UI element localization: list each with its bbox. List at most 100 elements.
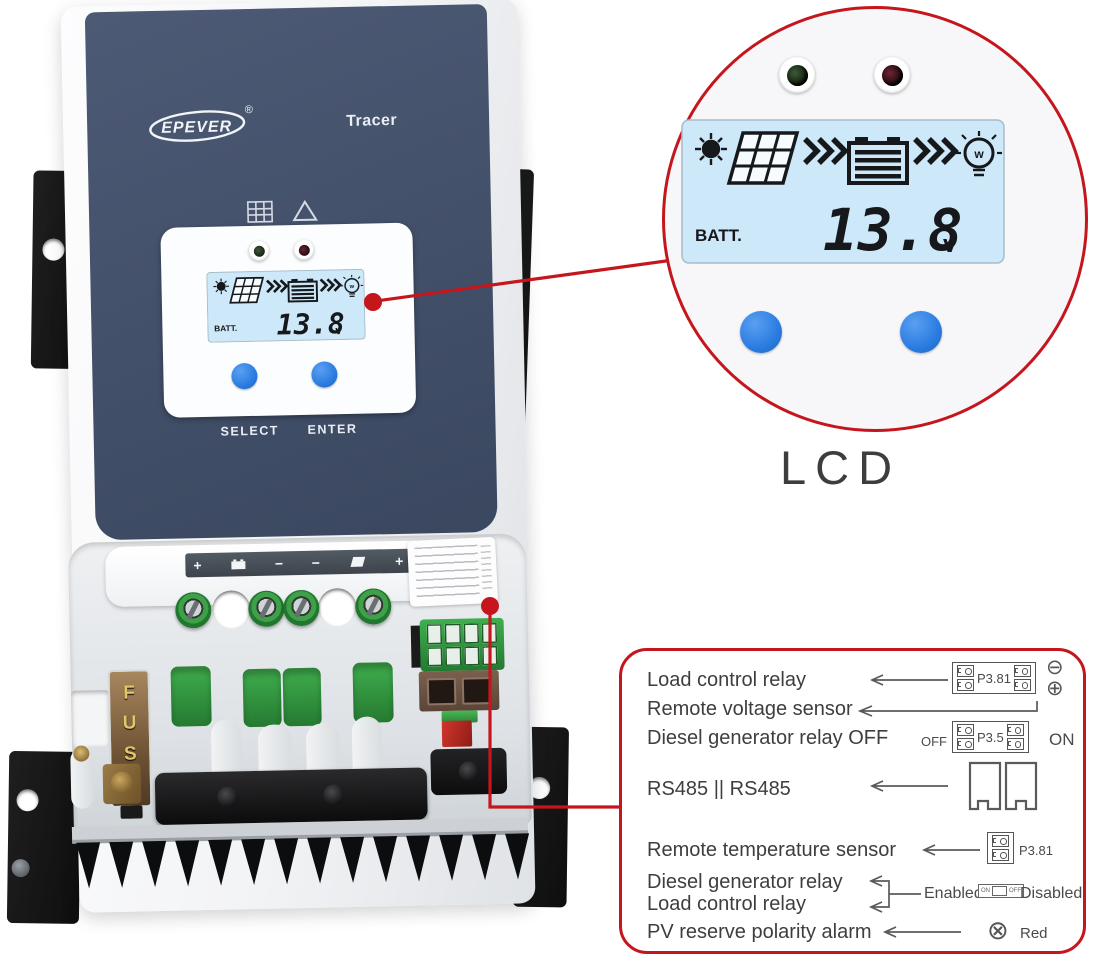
batt-label: BATT. bbox=[695, 226, 742, 245]
callout-remote-temperature-sensor: Remote temperature sensor bbox=[647, 839, 897, 861]
enter-label: ENTER bbox=[307, 421, 358, 437]
bracket-arrows bbox=[868, 875, 921, 913]
control-panel: w BATT. 13.8 v bbox=[160, 222, 417, 418]
sun-icon bbox=[695, 133, 727, 165]
terminal-marking-strip: + − − + bbox=[185, 548, 412, 578]
bracket-screw bbox=[11, 858, 30, 878]
pv-grid-icon bbox=[246, 200, 274, 223]
on-label: ON bbox=[1049, 730, 1075, 749]
epever-logo: EPEVER ® bbox=[149, 104, 253, 142]
switch-off-label: OFF bbox=[1009, 888, 1021, 894]
signal-terminal-block bbox=[419, 617, 505, 672]
charge-arrows-icon bbox=[803, 137, 849, 165]
connector-callout-box: Load control relay P3.81 ⊖ ⊕ Remote volt… bbox=[619, 648, 1086, 954]
load-bulb-icon: w bbox=[956, 131, 1002, 177]
enabled-label: Enabled bbox=[924, 885, 983, 902]
lcd-screen-zoom: w BATT. 13.8 v bbox=[681, 119, 1005, 264]
load-bulb-icon: w bbox=[340, 274, 364, 297]
brand-text: EPEVER bbox=[161, 118, 232, 136]
side-pocket bbox=[70, 690, 111, 747]
cable-clamp-bar bbox=[154, 767, 428, 826]
callout-diesel-generator-relay: Diesel generator relay bbox=[647, 871, 843, 893]
left-arrow bbox=[869, 674, 948, 686]
rj45-jack-icon bbox=[461, 676, 492, 705]
battery-icon bbox=[287, 278, 319, 303]
battery-minus-mark: − bbox=[274, 555, 284, 572]
terminal-block bbox=[352, 662, 394, 723]
callout-pv-reverse-polarity-alarm: PV reserve polarity alarm bbox=[647, 921, 872, 943]
remote-connector bbox=[441, 720, 473, 748]
enter-button bbox=[311, 361, 338, 388]
battery-icon bbox=[231, 559, 246, 570]
callout-load-control-relay-2: Load control relay bbox=[647, 893, 806, 915]
pv-plus-mark: + bbox=[394, 552, 404, 570]
solar-panel-icon bbox=[726, 131, 800, 185]
rj45-jack-icon bbox=[426, 677, 457, 705]
lcd-zoom-circle: w BATT. 13.8 v bbox=[662, 6, 1088, 432]
terminal-block bbox=[242, 668, 282, 728]
lcd-caption: LCD bbox=[780, 441, 902, 494]
svg-text:w: w bbox=[349, 284, 355, 290]
callout-remote-voltage-sensor: Remote voltage sensor bbox=[647, 698, 853, 720]
terminal-connector-icon: P3.5 bbox=[952, 721, 1029, 753]
terminal-connector-icon: P3.81 bbox=[952, 662, 1036, 694]
mount-hole bbox=[42, 238, 65, 261]
callout-load-control-relay: Load control relay bbox=[647, 669, 806, 691]
mount-hole bbox=[16, 789, 39, 812]
connector-size-label: P3.81 bbox=[977, 670, 1011, 686]
cable-clamp-block bbox=[430, 747, 508, 796]
charge-arrows-icon bbox=[265, 279, 289, 294]
red-label: Red bbox=[1020, 925, 1048, 942]
warning-triangle-icon bbox=[292, 199, 318, 222]
heatsink-fins bbox=[71, 817, 530, 889]
led-indicator-charging bbox=[779, 57, 815, 93]
select-button bbox=[231, 362, 258, 390]
batt-label: BATT. bbox=[214, 323, 237, 333]
charge-arrows-icon bbox=[319, 278, 343, 293]
fuse-letter: S bbox=[123, 743, 137, 765]
terminal-block bbox=[282, 667, 322, 727]
left-arrow bbox=[882, 926, 961, 938]
connector-size-label: P3.81 bbox=[1019, 843, 1053, 858]
callout-rs485: RS485 || RS485 bbox=[647, 778, 791, 800]
fuse-tab bbox=[120, 805, 143, 819]
led-indicator-fault bbox=[293, 239, 315, 261]
svg-text:w: w bbox=[973, 147, 984, 161]
model-name: Tracer bbox=[345, 111, 398, 130]
lcd-screen: w BATT. 13.8 v bbox=[206, 268, 366, 343]
battery-voltage: 13.8 bbox=[823, 196, 963, 264]
charge-arrows-icon bbox=[913, 137, 959, 165]
voltage-unit: v bbox=[335, 324, 342, 337]
battery-icon bbox=[847, 137, 909, 185]
connector-size-label: P3.5 bbox=[977, 729, 1004, 745]
off-label: OFF bbox=[921, 734, 947, 749]
solar-panel-icon bbox=[229, 276, 265, 304]
switch-on-label: ON bbox=[981, 888, 990, 894]
ground-screw bbox=[102, 763, 142, 805]
voltage-unit: v bbox=[943, 231, 957, 258]
battery-voltage: 13.8 bbox=[276, 307, 345, 341]
led-indicator-charging bbox=[248, 240, 270, 262]
clamp-screw bbox=[323, 784, 345, 806]
sun-icon bbox=[213, 278, 229, 295]
fuse-letter: U bbox=[122, 712, 137, 735]
solar-panel-icon bbox=[350, 556, 366, 567]
minus-polarity-icon: ⊖ bbox=[1046, 656, 1064, 679]
disabled-label: Disabled bbox=[1020, 885, 1083, 902]
left-elbow-arrow bbox=[857, 701, 1038, 717]
fuse-letter: F bbox=[123, 682, 136, 704]
battery-plus-mark: + bbox=[193, 557, 202, 574]
alarm-lamp-icon: ⊗ bbox=[987, 915, 1009, 945]
clamp-screw bbox=[217, 786, 239, 808]
registered-mark: ® bbox=[245, 104, 253, 116]
left-arrow bbox=[921, 844, 980, 856]
plus-polarity-icon: ⊕ bbox=[1046, 677, 1064, 700]
enter-button-zoom bbox=[900, 311, 942, 353]
select-button-zoom bbox=[740, 311, 782, 353]
spec-sticker bbox=[407, 536, 499, 607]
rj45-jack-icon bbox=[968, 761, 1038, 811]
callout-diesel-generator-relay-off: Diesel generator relay OFF bbox=[647, 727, 889, 749]
left-arrow bbox=[869, 780, 948, 792]
clamp-screw bbox=[458, 761, 479, 782]
